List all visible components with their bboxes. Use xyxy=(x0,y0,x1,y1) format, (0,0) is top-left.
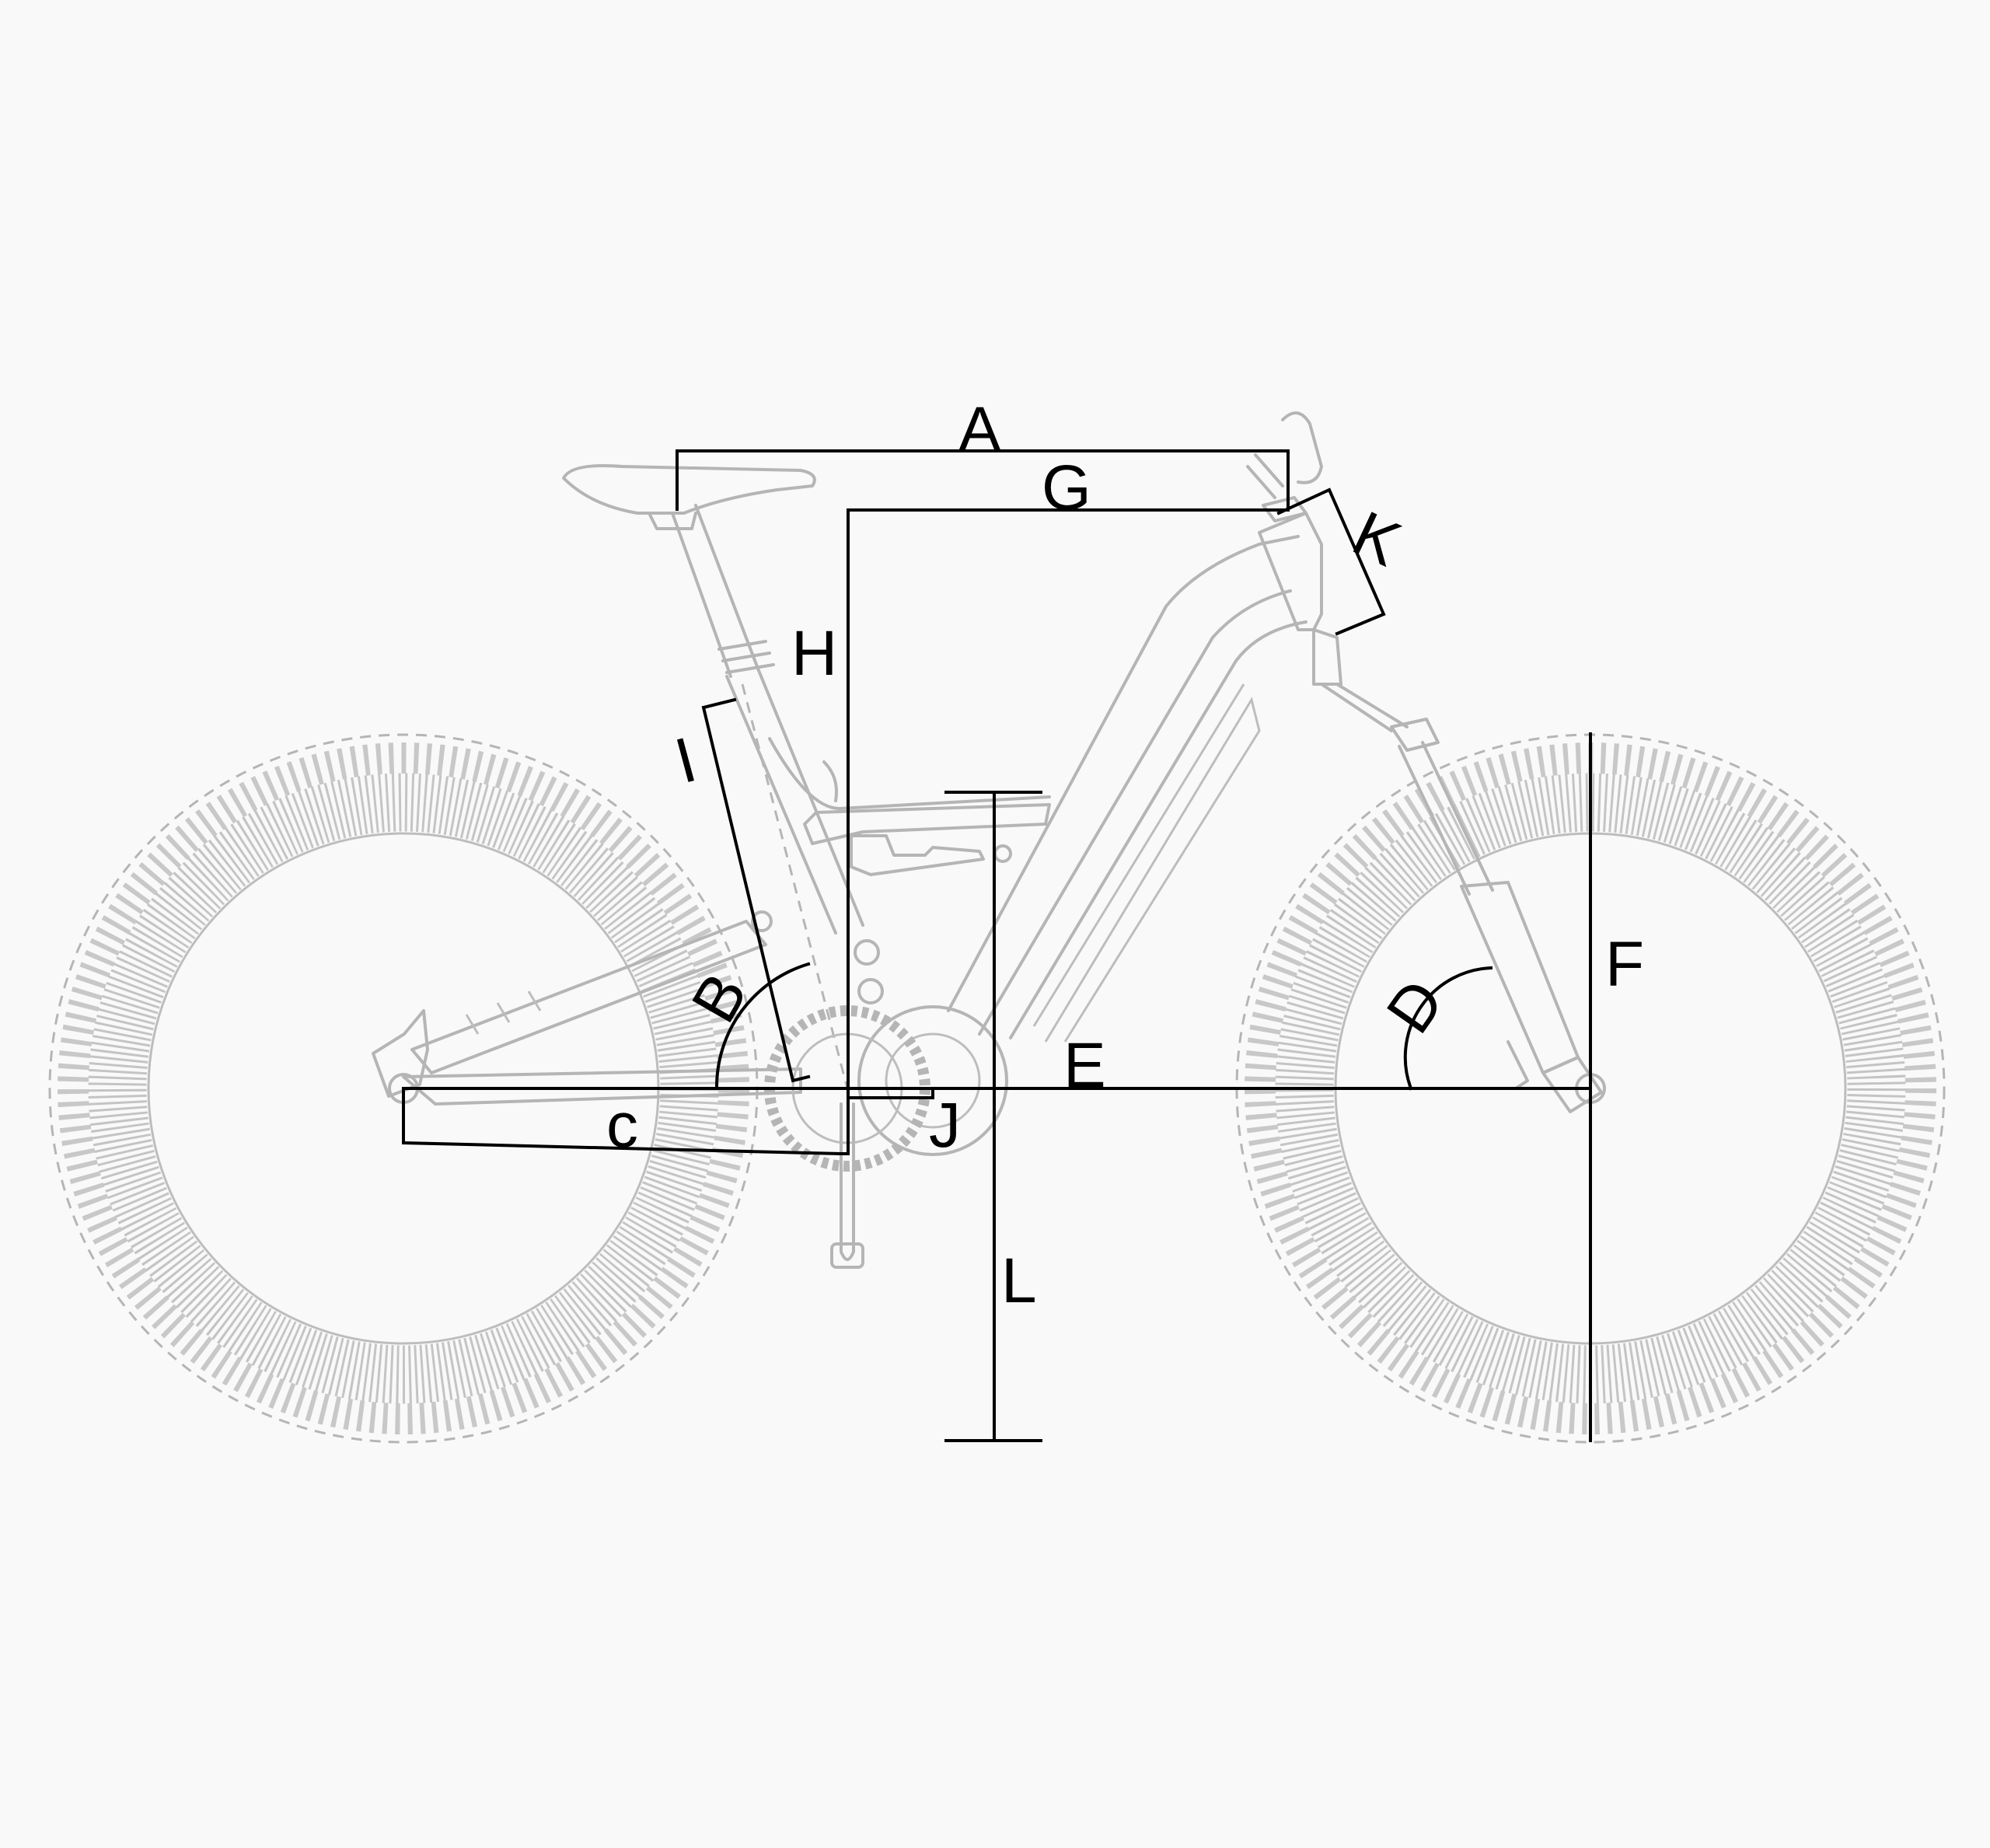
dim-arc-d xyxy=(1403,966,1493,1091)
seatpost-collar xyxy=(717,640,775,674)
pivot-main xyxy=(854,939,880,966)
label-g: G xyxy=(1042,452,1091,523)
rear-dropout xyxy=(372,1009,429,1098)
label-a: A xyxy=(958,394,1001,465)
bike-frame xyxy=(372,411,1603,1269)
saddle-clamp xyxy=(648,512,697,530)
pedal xyxy=(830,1242,864,1269)
seat-tube xyxy=(725,667,864,934)
dim-line-a xyxy=(676,449,1290,512)
dim-line-g xyxy=(847,508,1290,1102)
down-tube-battery xyxy=(1032,683,1261,1043)
handlebar xyxy=(1246,411,1323,499)
top-tube xyxy=(768,737,1051,810)
saddle xyxy=(562,464,816,515)
label-k: K xyxy=(1342,498,1411,580)
stem xyxy=(1262,496,1307,522)
label-e: E xyxy=(1063,1030,1106,1101)
fork-stanchion xyxy=(1398,741,1494,896)
label-d: D xyxy=(1374,967,1458,1046)
fork-upper xyxy=(1312,628,1409,732)
drive-motor xyxy=(857,1005,1008,1156)
label-i: I xyxy=(668,724,703,797)
pivot-seatstay xyxy=(751,910,773,932)
fork-crown xyxy=(1390,718,1440,752)
pivot-link xyxy=(857,978,884,1004)
shock-mount-plate xyxy=(803,803,1051,845)
label-c: c xyxy=(606,1090,638,1161)
rear-shock xyxy=(850,834,985,876)
label-f: F xyxy=(1605,929,1644,1000)
seat-tube-centerline xyxy=(741,683,849,1089)
label-l: L xyxy=(1001,1245,1037,1316)
dimension-lines xyxy=(402,449,1592,1442)
fork-dropout xyxy=(1506,1040,1603,1113)
dim-arc-b xyxy=(714,962,811,1091)
shock-eyelet xyxy=(993,844,1012,863)
dim-line-i xyxy=(701,697,811,1083)
dim-line-j xyxy=(847,1087,934,1099)
chainstay xyxy=(402,1067,802,1106)
down-tube xyxy=(947,535,1307,1039)
label-j: J xyxy=(929,1090,961,1161)
head-tube xyxy=(1258,512,1323,631)
label-h: H xyxy=(791,618,837,689)
seatstay-detail xyxy=(465,990,542,1035)
seatpost xyxy=(671,504,759,678)
fork-lower xyxy=(1460,881,1580,1074)
crank-arm xyxy=(840,1102,855,1261)
drive-motor-inner xyxy=(885,1032,981,1129)
dim-line-k xyxy=(1276,487,1386,636)
dim-line-c-lower xyxy=(402,1087,850,1155)
